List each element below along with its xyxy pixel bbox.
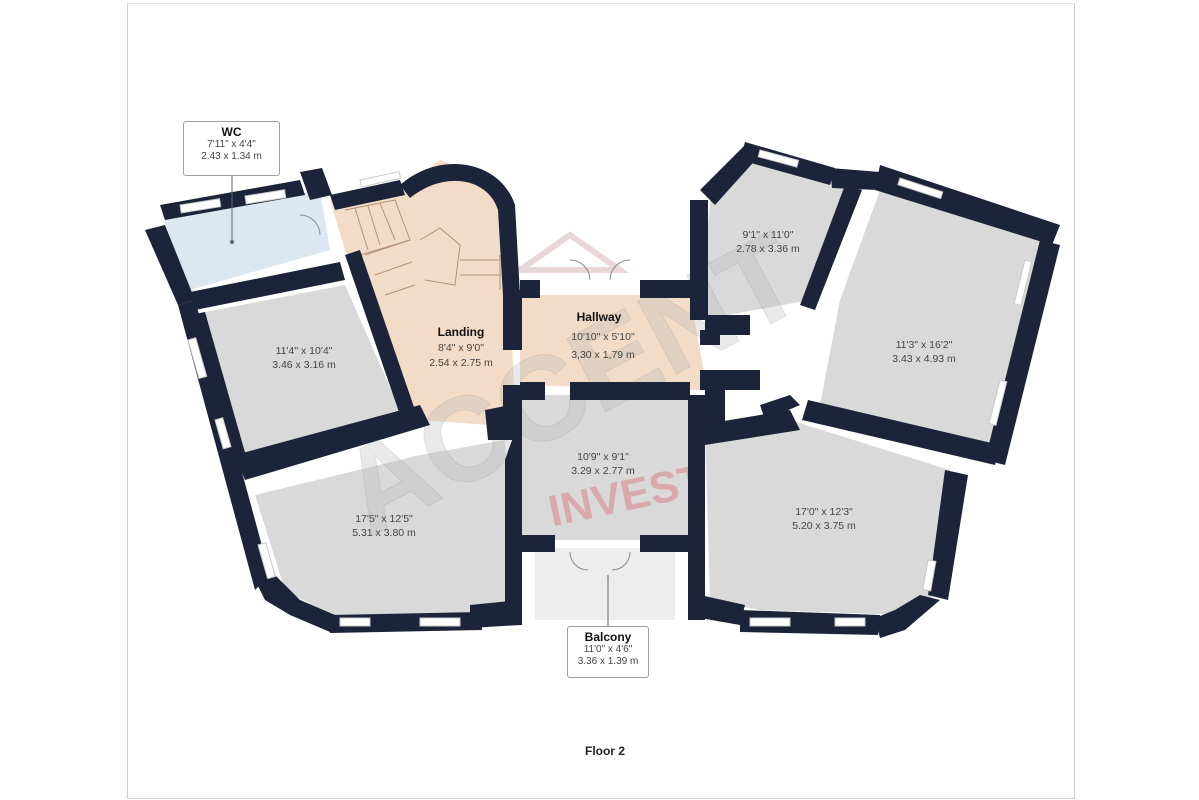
wc-name: WC <box>221 125 242 139</box>
landing-dim-imperial: 8'4" x 9'0" <box>438 342 484 354</box>
right-bottom-dim-metric: 5.20 x 3.75 m <box>792 520 856 532</box>
right-bottom-dim-imperial: 17'0" x 12'3" <box>795 506 853 518</box>
right-large-dim-imperial: 11'3" x 16'2" <box>896 339 953 351</box>
top-right-small-dim-imperial: 9'1" x 11'0" <box>743 229 794 241</box>
wc-callout: WC 7'11" x 4'4" 2.43 x 1.34 m <box>183 121 280 176</box>
balcony-dim-metric: 3.36 x 1.39 m <box>577 656 639 667</box>
landing-dim-metric: 2.54 x 2.75 m <box>429 357 493 369</box>
wc-room <box>162 190 330 290</box>
balcony-area <box>535 548 675 620</box>
hallway-dim-metric: 3,30 x 1,79 m <box>571 349 635 361</box>
left-mid-dim-metric: 3.46 x 3.16 m <box>272 359 336 371</box>
balcony-name: Balcony <box>584 630 632 644</box>
wc-dim-metric: 2.43 x 1.34 m <box>201 151 262 162</box>
balcony-dim-imperial: 11'0" x 4'6" <box>583 644 633 655</box>
hallway-dim-imperial: 10'10" x 5'10" <box>571 331 635 343</box>
left-bottom-dim-imperial: 17'5" x 12'5" <box>355 513 413 525</box>
wc-dim-imperial: 7'11" x 4'4" <box>207 139 256 150</box>
left-mid-dim-imperial: 11'4" x 10'4" <box>276 345 333 357</box>
center-dim-imperial: 10'9" x 9'1" <box>577 451 629 463</box>
floor-label: Floor 2 <box>584 744 625 758</box>
windows <box>179 149 1033 627</box>
landing-room <box>330 160 515 425</box>
top-right-small-dim-metric: 2.78 x 3.36 m <box>736 243 800 255</box>
center-room <box>520 395 690 540</box>
right-large-room <box>820 190 1045 450</box>
wc-leader-dot <box>230 240 234 244</box>
balcony-callout: Balcony 11'0" x 4'6" 3.36 x 1.39 m <box>567 626 649 678</box>
left-bottom-room <box>255 440 515 618</box>
left-mid-room <box>190 285 400 455</box>
left-bottom-dim-metric: 5.31 x 3.80 m <box>352 527 416 539</box>
landing-name: Landing <box>438 325 485 339</box>
right-large-dim-metric: 3.43 x 4.93 m <box>892 353 956 365</box>
stairs <box>344 199 501 296</box>
right-bottom-room <box>705 420 950 615</box>
hallway-room <box>520 295 705 390</box>
hallway-name: Hallway <box>577 310 622 324</box>
center-dim-metric: 3.29 x 2.77 m <box>571 465 635 477</box>
